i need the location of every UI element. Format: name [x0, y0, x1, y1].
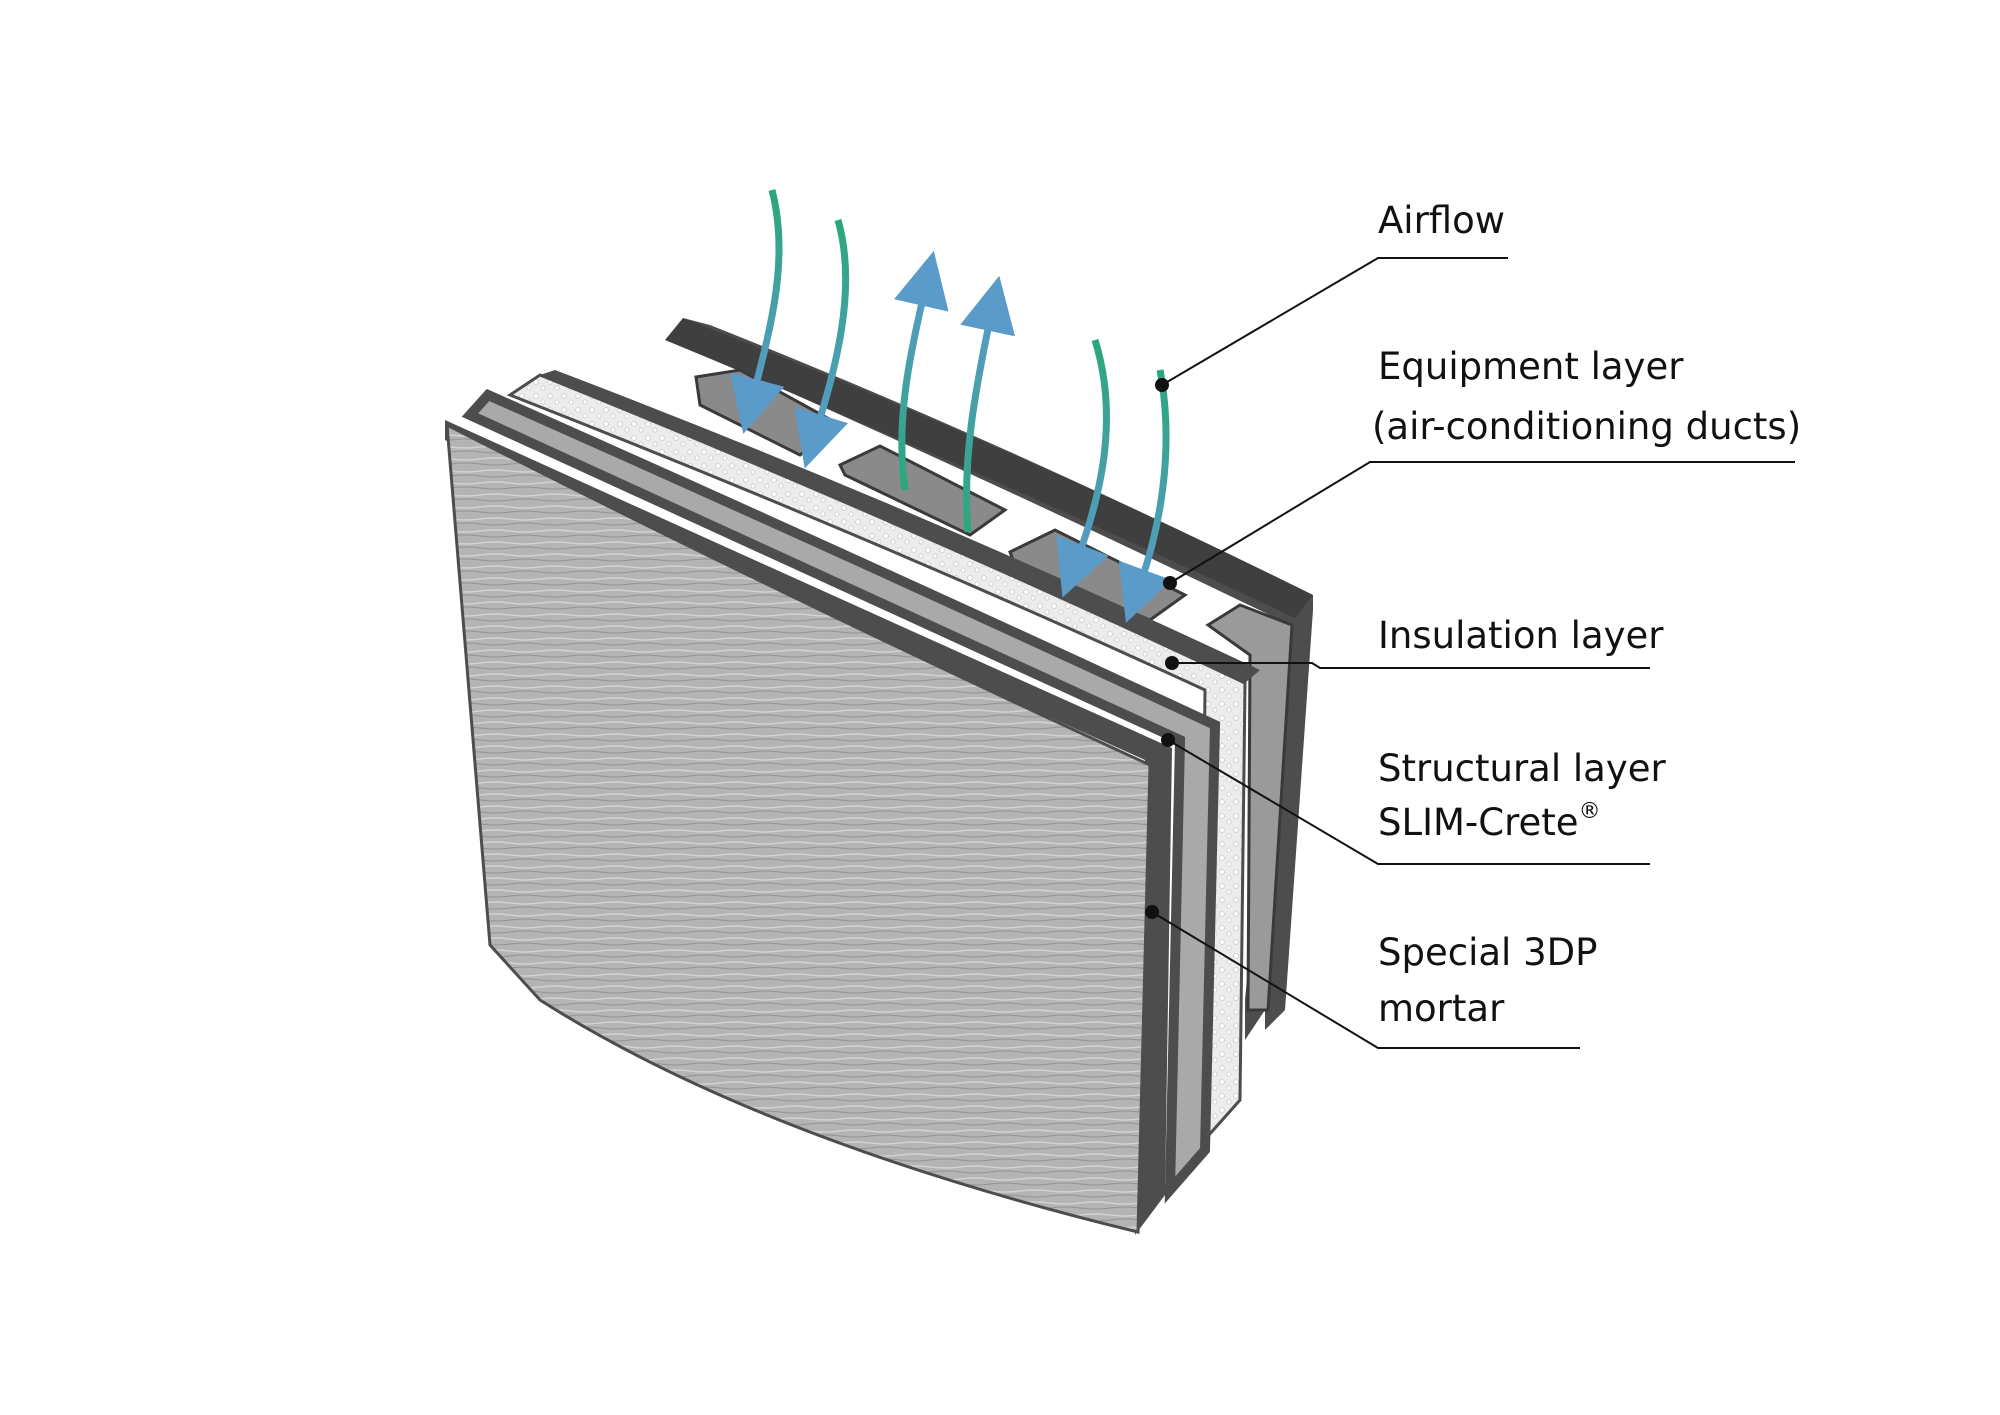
mortar-layer-label: Special 3DP mortar [1378, 930, 1597, 1033]
airflow-arrow-up [960, 275, 1016, 533]
airflow-arrow-down [1118, 369, 1172, 623]
structural-label-line2: SLIM-Crete [1378, 801, 1579, 845]
structural-dot [1161, 733, 1175, 747]
airflow-arrows [730, 189, 1172, 623]
mortar-leader [1151, 911, 1580, 1049]
airflow-arrow-down [730, 189, 785, 434]
structural-layer [461, 388, 1221, 1204]
mortar-dot [1145, 905, 1159, 919]
equipment-label-line2: (air-conditioning ducts) [1372, 405, 1802, 449]
airflow-label-text: Airflow [1378, 199, 1506, 242]
airflow-leader [1161, 257, 1508, 386]
airflow-dot [1155, 378, 1169, 392]
insulation-leader [1172, 662, 1650, 669]
wall-front-face [445, 422, 1152, 1234]
airflow-arrow-down [794, 219, 850, 469]
structural-label-line2-wrap: SLIM-Crete® [1378, 799, 1666, 846]
equipment-leader [1169, 461, 1795, 584]
registered-mark: ® [1578, 799, 1601, 825]
equipment-layer-label: Equipment layer (air-conditioning ducts) [1372, 344, 1801, 451]
structural-layer-label: Structural layer SLIM-Crete® [1378, 746, 1666, 847]
airflow-label: Airflow [1378, 198, 1505, 244]
airflow-arrow-down [1056, 338, 1110, 598]
mortar-label-line2: mortar [1378, 987, 1505, 1031]
insulation-dot [1165, 656, 1179, 670]
structural-leader [1167, 739, 1650, 865]
equipment-dot [1163, 576, 1177, 590]
structural-label-line1: Structural layer [1378, 747, 1666, 790]
airflow-arrow-up [894, 250, 949, 491]
mortar-label-line1: Special 3DP [1378, 931, 1598, 974]
duct-opening [1205, 603, 1294, 1012]
leader-dots [1145, 378, 1179, 919]
insulation-label-text: Insulation layer [1378, 614, 1664, 657]
mortar-layer [445, 420, 1172, 1235]
insulation-layer-label: Insulation layer [1378, 613, 1664, 659]
equipment-label-line1: Equipment layer [1378, 345, 1684, 388]
leader-lines [1151, 257, 1795, 1049]
